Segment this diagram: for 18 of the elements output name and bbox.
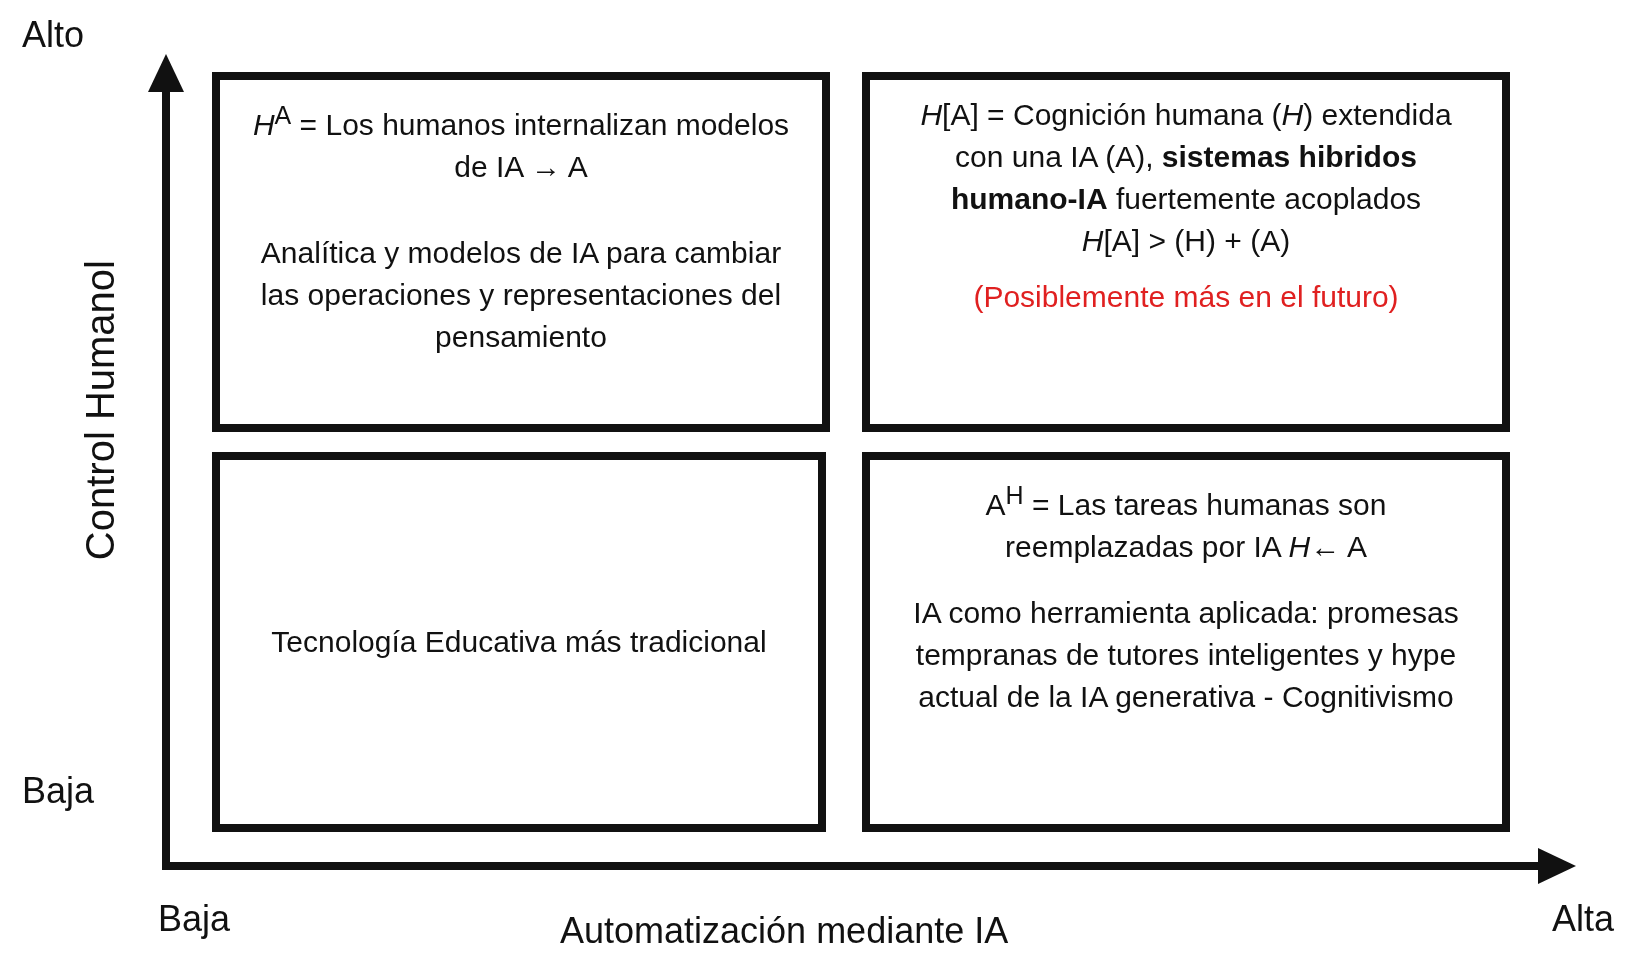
quadrant-heading: A$^{H}$ = Las tareas humanas son reemplazadas por IA H← A: [984, 480, 1388, 565]
axis-max-label: Alto: [22, 14, 85, 56]
quadrant-heading: Tecnología Educativa más tradicional: [271, 624, 767, 660]
quadrant-box: [212, 452, 826, 832]
axis-title: Automatización mediante IA: [560, 910, 1009, 952]
quadrant-heading: H$^{A}$ = Los humanos internalizan modelos de IA → A: [251, 100, 791, 185]
quadrant-text: H[A] > (H) + (A): [1081, 223, 1291, 259]
quadrant-text: Analítica y modelos de IA para cambiar las operaciones y representaciones del pensamiento: [259, 235, 783, 355]
note-text: (Posiblemente más en el futuro): [973, 279, 1399, 315]
quadrant-heading: H[A] = Cognición humana (H) extendida con una IA (A), sistemas hibridos humano-IA fuertemente acoplados: [919, 97, 1453, 217]
axis-max-label: Alta: [1552, 898, 1615, 940]
axis-title: Control Humanol: [78, 260, 123, 561]
axis-min-label: Baja: [158, 898, 231, 940]
quadrant-box: [862, 72, 1510, 432]
quadrant-text: IA como herramienta aplicada: promesas tempranas de tutores inteligentes y hype actual de la IA generativa - Cognitivismo: [912, 595, 1460, 715]
axis-min-label: Baja: [22, 770, 95, 812]
quadrant-box: [212, 72, 830, 432]
quadrant-box: [862, 452, 1510, 832]
